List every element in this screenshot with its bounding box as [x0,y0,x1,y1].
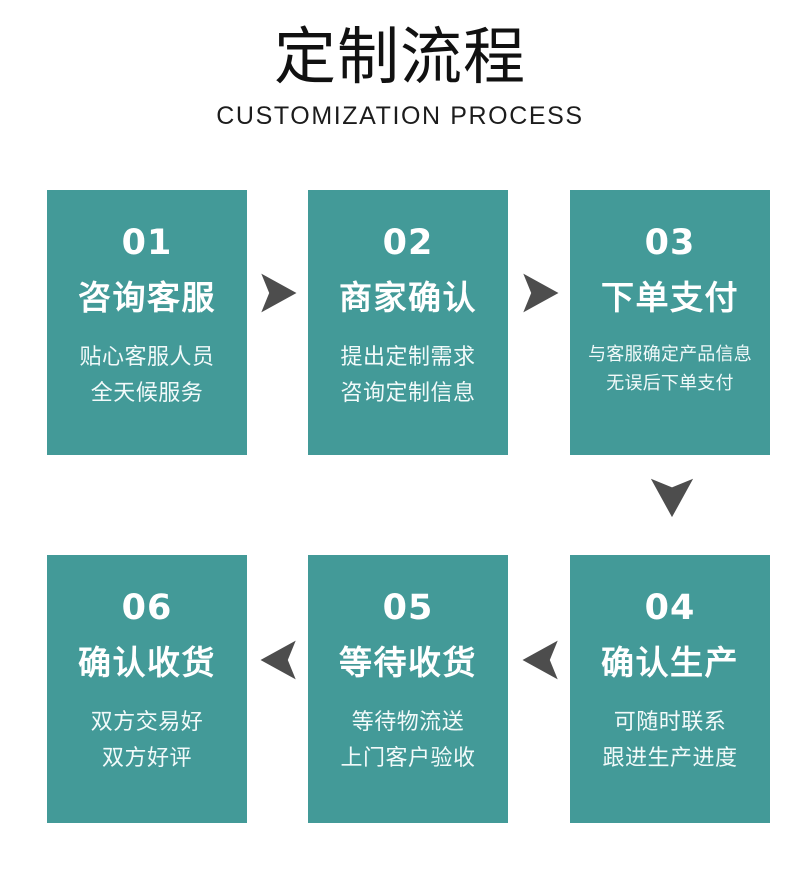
process-row-top: 01 咨询客服 贴心客服人员 全天候服务 02 商家确认 提出定制需求 咨询定制… [0,190,800,455]
step-description-line-2: 全天候服务 [90,380,204,406]
step-description-line-2: 跟进生产进度 [602,745,738,771]
process-flow-diagram: 01 咨询客服 贴心客服人员 全天候服务 02 商家确认 提出定制需求 咨询定制… [0,190,800,823]
step-description-line-2: 咨询定制信息 [340,380,476,406]
step-number: 06 [121,588,173,628]
step-description: 提出定制需求 咨询定制信息 [340,314,475,411]
step-description-line-1: 可随时联系 [613,710,727,735]
page-header: 定制流程 CUSTOMIZATION PROCESS [0,0,800,130]
step-description-line-1: 贴心客服人员 [79,345,215,370]
step-description: 贴心客服人员 全天候服务 [79,314,214,411]
step-description-line-1: 提出定制需求 [340,345,476,370]
arrow-left-icon [257,638,301,682]
step-description-line-1: 双方交易好 [90,710,204,735]
step-title: 确认收货 [78,643,216,682]
step-number: 01 [121,223,173,263]
step-title: 商家确认 [339,278,477,317]
step-title: 咨询客服 [78,278,216,317]
arrow-right-icon [518,271,562,315]
step-description: 双方交易好 双方好评 [91,679,204,776]
process-step-card-05[interactable]: 05 等待收货 等待物流送 上门客户验收 [308,555,508,823]
step-description-line-2: 双方好评 [101,745,192,771]
step-number: 03 [644,223,696,263]
step-description-line-1: 等待物流送 [351,710,465,735]
step-description-line-2: 无误后下单支付 [606,373,734,395]
page-title: 定制流程 [273,20,526,93]
process-step-card-02[interactable]: 02 商家确认 提出定制需求 咨询定制信息 [308,190,508,455]
step-description-line-1: 与客服确定产品信息 [588,344,752,365]
step-description-line-2: 上门客户验收 [340,745,476,771]
arrow-left-icon [519,638,563,682]
arrow-right-icon [256,271,300,315]
page-subtitle: CUSTOMIZATION PROCESS [216,101,584,130]
process-step-card-03[interactable]: 03 下单支付 与客服确定产品信息 无误后下单支付 [570,190,770,455]
step-title: 等待收货 [339,643,477,682]
step-description: 与客服确定产品信息 无误后下单支付 [588,314,752,398]
process-step-card-01[interactable]: 01 咨询客服 贴心客服人员 全天候服务 [47,190,247,455]
step-number: 05 [382,588,434,628]
step-description: 等待物流送 上门客户验收 [340,679,475,776]
step-number: 02 [382,223,434,263]
step-number: 04 [644,588,696,628]
process-step-card-04[interactable]: 04 确认生产 可随时联系 跟进生产进度 [570,555,770,823]
process-step-card-06[interactable]: 06 确认收货 双方交易好 双方好评 [47,555,247,823]
step-description: 可随时联系 跟进生产进度 [602,679,737,776]
step-title: 下单支付 [601,278,739,317]
arrow-down-icon [648,473,696,521]
step-title: 确认生产 [601,643,739,682]
process-row-bottom: 06 确认收货 双方交易好 双方好评 05 等待收货 等待物流送 上门客户验收 … [0,555,800,823]
